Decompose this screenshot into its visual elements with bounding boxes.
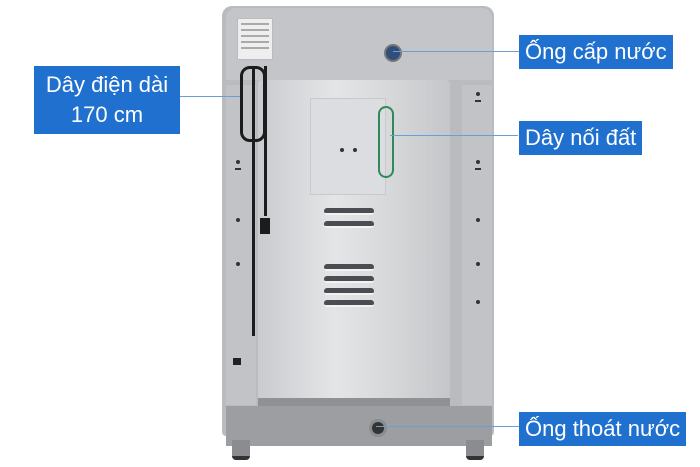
side-hole xyxy=(236,262,240,266)
callout-drain-hose: Ống thoát nước xyxy=(519,412,687,446)
callout-power-cord-line2: 170 cm xyxy=(70,102,144,127)
leveling-foot xyxy=(466,440,484,460)
callout-power-cord: Dây điện dài 170 cm xyxy=(34,66,180,134)
screw-hole xyxy=(353,148,357,152)
power-cord xyxy=(264,66,271,216)
power-plug xyxy=(260,218,270,234)
leader-line-drain-hose xyxy=(376,426,519,427)
leader-line-power-cord xyxy=(178,96,240,97)
side-hole xyxy=(476,92,480,96)
water-inlet-valve-icon xyxy=(384,44,402,62)
vent-slot xyxy=(324,221,374,228)
side-hole xyxy=(236,218,240,222)
side-slot xyxy=(235,168,241,170)
callout-water-inlet: Ống cấp nước xyxy=(519,35,673,69)
leader-line-ground-wire xyxy=(390,135,518,136)
drain-outlet-icon xyxy=(369,419,387,437)
side-hole xyxy=(476,160,480,164)
side-slot xyxy=(475,100,481,102)
leader-line-water-inlet xyxy=(393,51,519,52)
ground-wire-coil xyxy=(378,106,394,178)
callout-power-cord-line1: Dây điện dài xyxy=(45,72,169,97)
vent-slot xyxy=(324,276,374,283)
vent-slot xyxy=(324,300,374,307)
spec-sticker xyxy=(237,18,273,60)
side-hole xyxy=(476,218,480,222)
side-hole xyxy=(476,300,480,304)
side-hole xyxy=(236,160,240,164)
vent-slot xyxy=(324,288,374,295)
left-side-panel xyxy=(226,85,256,405)
side-slot xyxy=(475,168,481,170)
leveling-foot xyxy=(232,440,250,460)
vent-slot xyxy=(324,264,374,271)
screw-hole xyxy=(340,148,344,152)
power-cord xyxy=(252,66,259,336)
right-side-panel xyxy=(462,85,492,405)
callout-ground-wire: Dây nối đất xyxy=(519,121,643,155)
side-hole xyxy=(476,262,480,266)
plate-recess xyxy=(310,98,386,195)
vent-slot xyxy=(324,208,374,215)
connector-port xyxy=(233,358,241,365)
